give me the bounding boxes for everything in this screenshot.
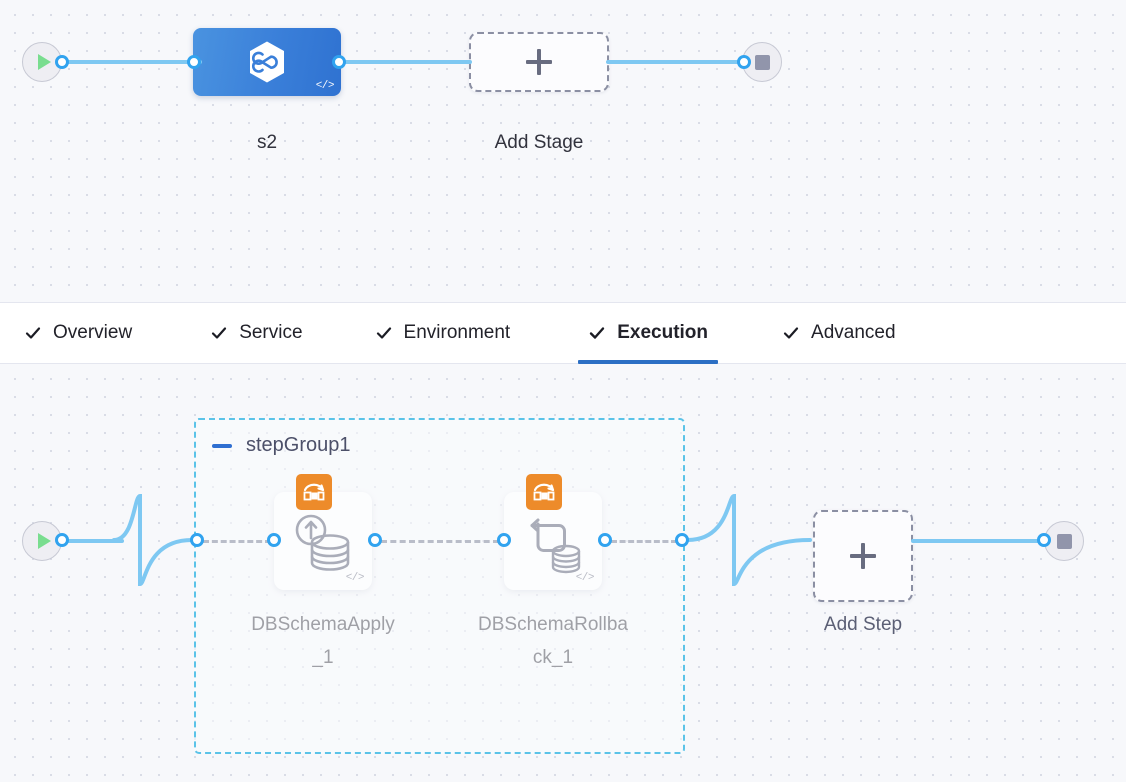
add-stage-box[interactable] bbox=[469, 32, 609, 92]
wire-addstep-to-end bbox=[911, 539, 1045, 543]
add-stage-label: Add Stage bbox=[494, 132, 584, 153]
group-entry-curve bbox=[112, 494, 194, 586]
stage-node-label: s2 bbox=[256, 132, 278, 153]
wire-stage-to-addstage bbox=[337, 60, 472, 64]
add-stage-node[interactable] bbox=[469, 32, 609, 92]
wire-start-to-group bbox=[62, 539, 124, 543]
wire-step1-to-step2 bbox=[381, 540, 499, 543]
group-exit-port[interactable] bbox=[675, 533, 689, 547]
tab-service-label: Service bbox=[239, 322, 303, 343]
step1-output-port[interactable] bbox=[368, 533, 382, 547]
wire-group-to-step1 bbox=[203, 540, 271, 543]
group-exit-curve bbox=[686, 494, 812, 586]
stage-config-tabs[interactable]: Overview Service Environment Execution A… bbox=[0, 302, 1126, 364]
wire-start-to-stage bbox=[62, 60, 202, 64]
add-step-label: Add Step bbox=[823, 614, 903, 635]
deployment-sequence-icon bbox=[296, 474, 332, 510]
step2-input-port[interactable] bbox=[497, 533, 511, 547]
check-icon bbox=[590, 327, 605, 339]
wire-addstage-to-end bbox=[606, 60, 746, 64]
tab-execution[interactable]: Execution bbox=[578, 303, 718, 364]
deployment-sequence-icon bbox=[526, 474, 562, 510]
add-step-node[interactable] bbox=[813, 510, 913, 602]
check-icon bbox=[25, 327, 41, 339]
add-step-box[interactable] bbox=[813, 510, 913, 602]
plus-icon bbox=[526, 49, 552, 75]
stage-node-body[interactable]: </> bbox=[193, 28, 341, 96]
tab-overview-label: Overview bbox=[53, 322, 133, 343]
check-icon bbox=[783, 327, 799, 339]
minus-icon[interactable] bbox=[212, 443, 232, 448]
execution-canvas[interactable]: stepGroup1 bbox=[0, 364, 1126, 782]
check-icon bbox=[376, 327, 391, 339]
tab-execution-label: Execution bbox=[617, 322, 709, 343]
step2-output-port[interactable] bbox=[598, 533, 612, 547]
execution-end-input-port[interactable] bbox=[1037, 533, 1051, 547]
tab-environment[interactable]: Environment bbox=[375, 303, 511, 363]
end-input-port[interactable] bbox=[737, 55, 751, 69]
stage-node-s2[interactable]: </> bbox=[193, 28, 341, 96]
stage-canvas[interactable]: </> s2 Add Stage bbox=[0, 0, 1126, 302]
execution-start-output-port[interactable] bbox=[55, 533, 69, 547]
step-group-container[interactable]: stepGroup1 bbox=[194, 418, 685, 754]
step-group-title: stepGroup1 bbox=[246, 434, 351, 456]
step1-input-port[interactable] bbox=[267, 533, 281, 547]
tab-environment-label: Environment bbox=[403, 322, 511, 343]
play-icon bbox=[37, 533, 51, 549]
step-group-header: stepGroup1 bbox=[212, 434, 351, 457]
tab-overview[interactable]: Overview bbox=[24, 303, 132, 363]
harness-cd-hexagon-icon bbox=[250, 41, 284, 83]
tab-service[interactable]: Service bbox=[210, 303, 303, 363]
stage-output-port[interactable] bbox=[332, 55, 346, 69]
stop-icon bbox=[754, 54, 770, 70]
plus-icon bbox=[850, 543, 876, 569]
start-output-port[interactable] bbox=[55, 55, 69, 69]
stage-code-badge: </> bbox=[315, 80, 335, 92]
play-icon bbox=[37, 54, 51, 70]
check-icon bbox=[212, 327, 227, 339]
group-entry-port[interactable] bbox=[190, 533, 204, 547]
wire-step2-to-group-exit bbox=[611, 540, 677, 543]
stop-icon bbox=[1056, 533, 1072, 549]
stage-input-port[interactable] bbox=[187, 55, 201, 69]
tab-advanced-label: Advanced bbox=[811, 322, 896, 343]
tab-advanced[interactable]: Advanced bbox=[782, 303, 896, 363]
